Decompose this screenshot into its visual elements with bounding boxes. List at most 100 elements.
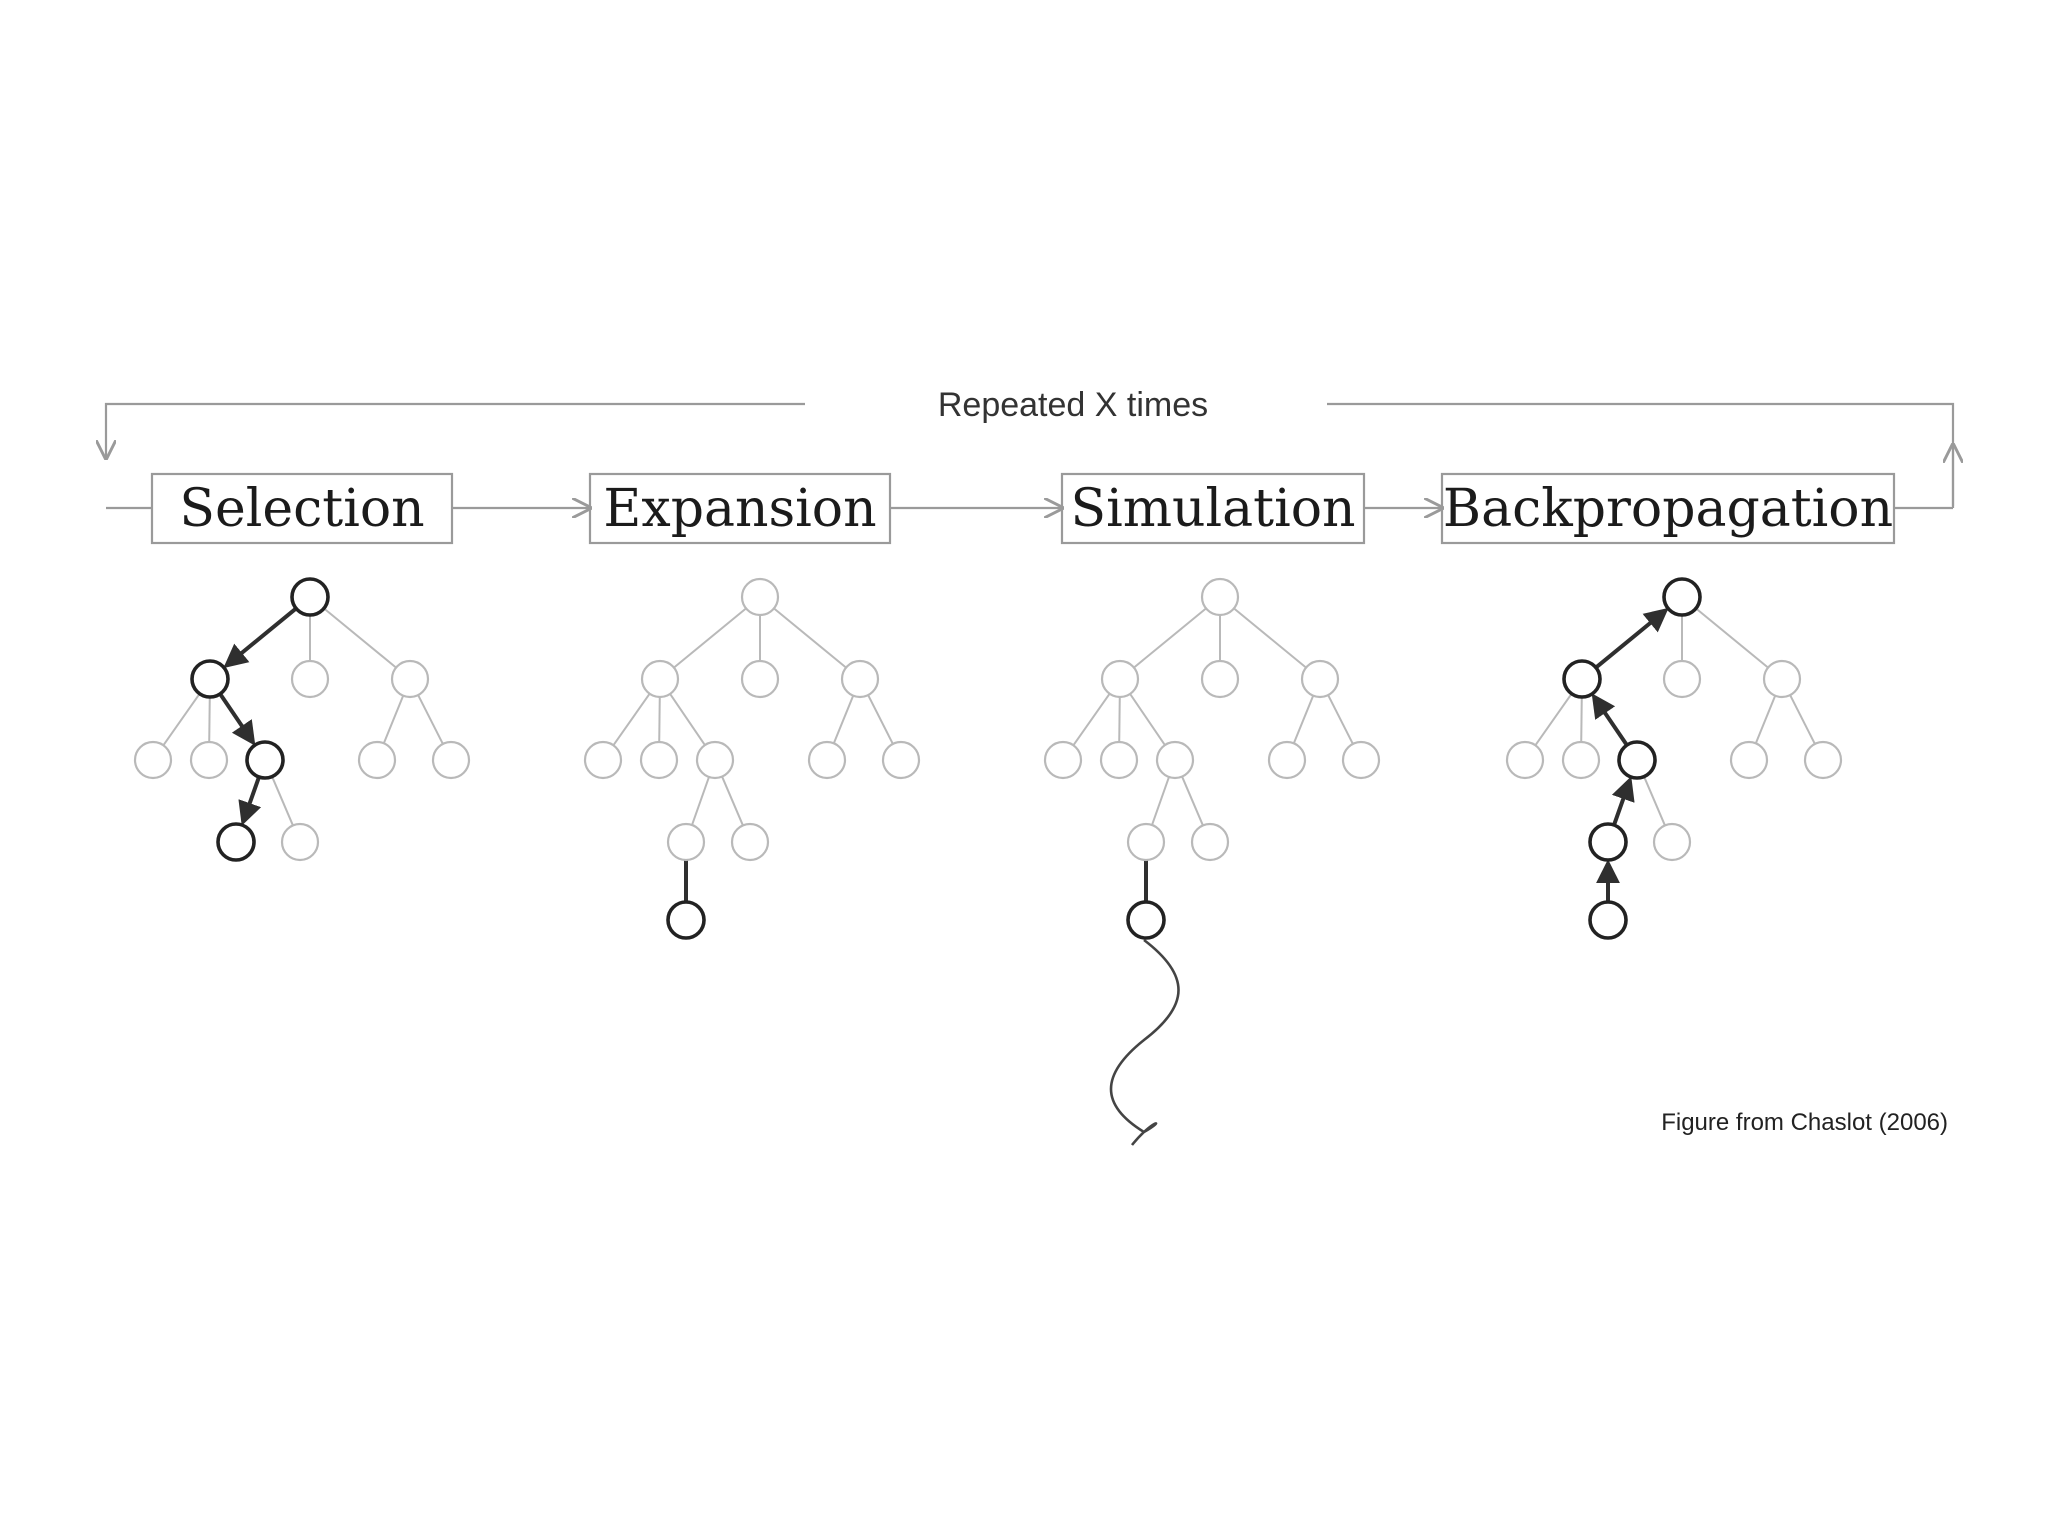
tree-edge	[1233, 607, 1307, 669]
tree-node	[390, 659, 430, 699]
tree-node	[290, 577, 330, 617]
tree-edge	[1580, 696, 1583, 743]
tree-node	[133, 740, 173, 780]
tree-node	[1505, 740, 1545, 780]
tree-node	[840, 659, 880, 699]
tree-node	[807, 740, 847, 780]
tree-node	[583, 740, 623, 780]
tree-node	[357, 740, 397, 780]
tree-edge	[1118, 696, 1121, 743]
tree-node	[730, 822, 770, 862]
tree-node	[290, 659, 330, 699]
tree-node	[1155, 740, 1195, 780]
tree-arrow	[1611, 776, 1635, 826]
repeat-label: Repeated X times	[938, 386, 1208, 424]
tree-edge	[1151, 776, 1170, 826]
tree-edge	[162, 693, 201, 746]
tree-node	[1200, 577, 1240, 617]
tree-edge	[382, 695, 405, 744]
tree-node	[666, 822, 706, 862]
tree-edge	[773, 607, 847, 669]
tree-edge	[271, 776, 294, 826]
tree-node	[666, 900, 706, 940]
tree-node	[1267, 740, 1307, 780]
phase-label-simulation: Simulation	[1070, 479, 1355, 539]
tree-arrow	[238, 776, 262, 826]
tree-edge	[1129, 693, 1166, 746]
tree-node	[1561, 740, 1601, 780]
tree-node	[1300, 659, 1340, 699]
loop-line-left	[106, 402, 805, 458]
tree-edge	[323, 607, 397, 669]
phase-box-backpropagation: Backpropagation	[1440, 472, 1896, 545]
tree-node	[640, 659, 680, 699]
tree-edge	[208, 696, 211, 743]
figure-credit: Figure from Chaslot (2006)	[1661, 1109, 1948, 1136]
tree-edge	[673, 607, 747, 669]
tree-node	[740, 577, 780, 617]
tree-node	[1729, 740, 1769, 780]
tree-node	[695, 740, 735, 780]
tree-edge	[1789, 694, 1816, 745]
simulation-rollout-path	[1109, 938, 1180, 1146]
tree-edge	[658, 696, 661, 743]
tree-node	[216, 822, 256, 862]
tree-node	[1652, 822, 1692, 862]
tree-expansion	[583, 577, 921, 940]
tree-node	[245, 740, 285, 780]
tree-edge	[1695, 607, 1769, 669]
tree-edge	[1133, 607, 1207, 669]
tree-node	[881, 740, 921, 780]
tree-edge	[417, 694, 444, 745]
tree-edge	[1327, 694, 1354, 745]
tree-arrow	[1591, 693, 1629, 747]
phase-label-selection: Selection	[179, 479, 424, 539]
tree-edge	[832, 695, 855, 744]
tree-arrow	[1594, 607, 1669, 670]
tree-node	[1562, 659, 1602, 699]
tree-node	[740, 659, 780, 699]
phase-label-backpropagation: Backpropagation	[1443, 479, 1893, 539]
tree-node	[190, 659, 230, 699]
tree-node	[431, 740, 471, 780]
tree-edge	[867, 694, 894, 745]
tree-node	[1100, 659, 1140, 699]
tree-node	[1043, 740, 1083, 780]
tree-node	[1662, 659, 1702, 699]
tree-simulation	[1043, 577, 1381, 940]
tree-arrow	[223, 606, 298, 669]
tree-node	[1190, 822, 1230, 862]
tree-node	[1200, 659, 1240, 699]
phase-boxes: Selection Expansion Simulation Backpropa…	[150, 472, 1896, 545]
tree-edge	[1181, 776, 1204, 826]
tree-node	[1126, 900, 1166, 940]
tree-edge	[1754, 695, 1777, 744]
tree-node	[1099, 740, 1139, 780]
tree-edge	[1643, 776, 1666, 826]
tree-edge	[1292, 695, 1315, 744]
tree-arrow	[218, 692, 256, 746]
phase-label-expansion: Expansion	[603, 479, 876, 539]
tree-node	[280, 822, 320, 862]
tree-backpropagation	[1505, 577, 1843, 940]
phase-box-expansion: Expansion	[588, 472, 892, 545]
tree-edge	[1534, 693, 1573, 746]
phase-box-selection: Selection	[150, 472, 454, 545]
tree-edge	[669, 693, 706, 746]
tree-node	[1588, 822, 1628, 862]
tree-edge	[612, 693, 651, 746]
tree-node	[1588, 900, 1628, 940]
tree-edge	[1072, 693, 1111, 746]
tree-selection	[133, 577, 471, 862]
tree-node	[189, 740, 229, 780]
tree-node	[1803, 740, 1843, 780]
phase-box-simulation: Simulation	[1060, 472, 1366, 545]
tree-node	[639, 740, 679, 780]
tree-edge	[721, 776, 744, 826]
tree-node	[1126, 822, 1166, 862]
tree-node	[1662, 577, 1702, 617]
tree-node	[1341, 740, 1381, 780]
tree-node	[1617, 740, 1657, 780]
tree-edge	[691, 776, 710, 826]
